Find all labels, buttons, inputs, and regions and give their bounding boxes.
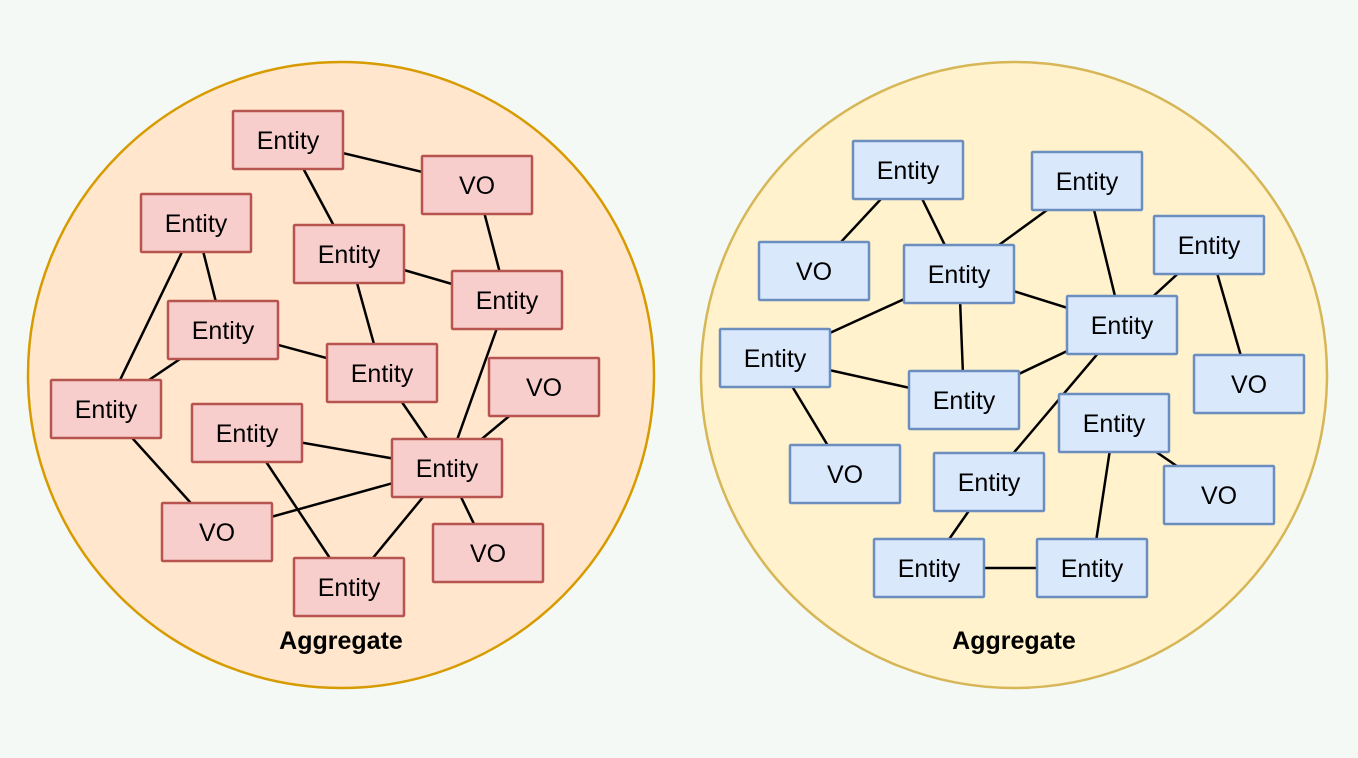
node-label: VO	[1231, 371, 1267, 399]
node-label: VO	[827, 461, 863, 489]
entity-node	[231, 109, 345, 171]
vo-node	[1162, 464, 1276, 526]
node-label: Entity	[877, 157, 940, 185]
node-label: VO	[199, 519, 235, 547]
entity-node	[292, 556, 406, 618]
node-label: Entity	[351, 360, 414, 388]
entity-node	[450, 269, 564, 331]
node-label: Entity	[318, 574, 381, 602]
node-label: Entity	[476, 287, 539, 315]
node-label: Entity	[744, 345, 807, 373]
edge-line	[104, 222, 198, 410]
node-label: Entity	[165, 210, 228, 238]
node-label: Entity	[257, 127, 320, 155]
vo-node	[160, 501, 274, 563]
entity-node	[718, 327, 832, 389]
node-label: Entity	[416, 455, 479, 483]
entity-node	[872, 537, 986, 599]
node-label: Entity	[898, 555, 961, 583]
node-label: Entity	[1178, 232, 1241, 260]
entity-node	[1152, 214, 1266, 276]
node-label: Entity	[1083, 410, 1146, 438]
entity-node	[325, 342, 439, 404]
node-label: Entity	[1056, 168, 1119, 196]
entity-node	[1057, 392, 1171, 454]
node-label: Entity	[192, 317, 255, 345]
entity-node	[902, 243, 1016, 305]
node-label: Entity	[958, 469, 1021, 497]
entity-node	[166, 299, 280, 361]
node-label: VO	[470, 540, 506, 568]
entity-node	[1030, 150, 1144, 212]
aggregate-label-right: Aggregate	[952, 627, 1076, 655]
node-label: Entity	[1091, 312, 1154, 340]
node-label: Entity	[1061, 555, 1124, 583]
node-label: Entity	[928, 261, 991, 289]
node-label: VO	[1201, 482, 1237, 510]
node-label: Entity	[216, 420, 279, 448]
vo-node	[431, 522, 545, 584]
node-label: VO	[459, 172, 495, 200]
entity-node	[907, 369, 1021, 431]
node-label: VO	[526, 374, 562, 402]
entity-node	[1065, 294, 1179, 356]
entity-node	[851, 139, 965, 201]
vo-node	[487, 356, 601, 418]
entity-node	[932, 451, 1046, 513]
node-label: VO	[796, 258, 832, 286]
node-label: Entity	[933, 387, 996, 415]
entity-node	[190, 402, 304, 464]
entity-node	[1035, 537, 1149, 599]
aggregate-label-left: Aggregate	[279, 627, 403, 655]
vo-node	[420, 154, 534, 216]
entity-node	[49, 378, 163, 440]
vo-node	[1192, 353, 1306, 415]
vo-node	[757, 240, 871, 302]
vo-node	[788, 443, 902, 505]
entity-node	[390, 437, 504, 499]
node-label: Entity	[75, 396, 138, 424]
entity-node	[292, 223, 406, 285]
entity-node	[139, 192, 253, 254]
node-label: Entity	[318, 241, 381, 269]
